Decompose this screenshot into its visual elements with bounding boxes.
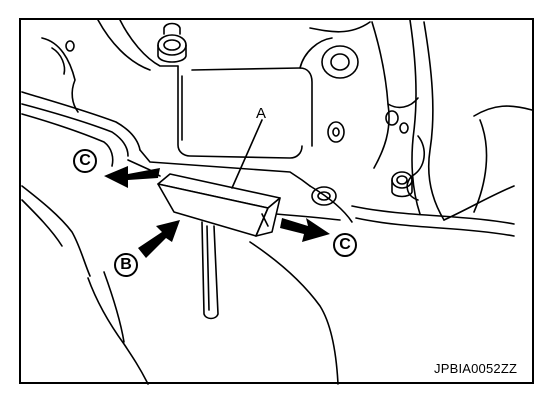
figure-id: JPBIA0052ZZ [434, 361, 518, 376]
label-a: A [256, 105, 267, 122]
bolt-boss-top [157, 22, 187, 63]
seal-puller-tool [157, 173, 281, 320]
bolt-boss-right [391, 171, 413, 198]
arrow-b [138, 220, 180, 258]
callout-c-right: C [333, 233, 357, 257]
callout-b: B [114, 253, 138, 277]
case-rib-bottom [127, 149, 515, 385]
case-hole-features [65, 40, 409, 206]
arrow-c-right [280, 218, 330, 242]
callout-c-left: C [73, 149, 97, 173]
tool-leader-line [231, 119, 263, 189]
case-housing [41, 19, 533, 221]
arrow-c-left [104, 166, 160, 188]
case-rib-left [21, 91, 149, 385]
